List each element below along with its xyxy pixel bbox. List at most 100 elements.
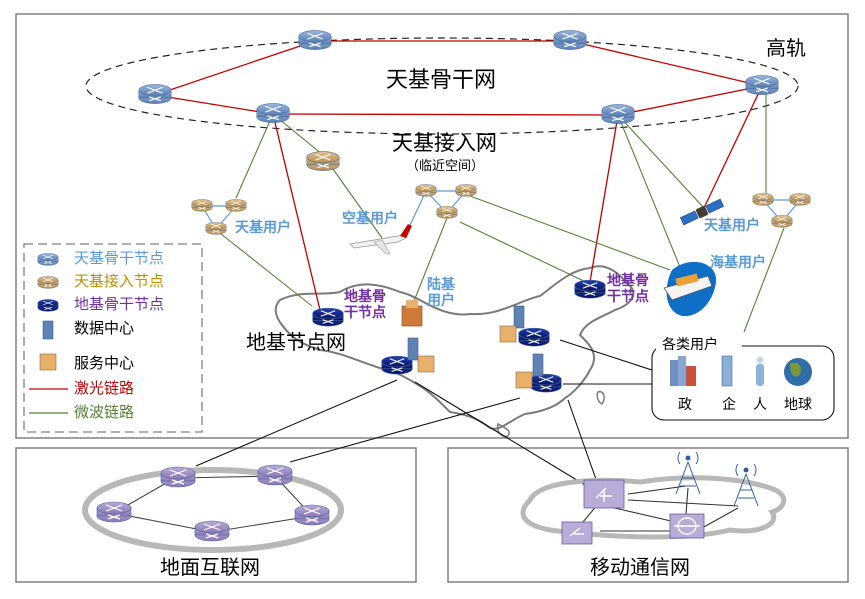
data-center-icon [407, 305, 544, 377]
space-backbone-node[interactable] [138, 83, 172, 105]
laser-link [154, 94, 274, 115]
laser-links [154, 40, 763, 311]
ground-backbone-label-left-line1: 地基骨 [344, 289, 386, 305]
ground-backbone-label-right-line1: 地基骨 [607, 273, 649, 289]
hainan-island-outline [496, 422, 510, 438]
space-access-node[interactable] [225, 199, 247, 212]
mobile-gateway-icon[interactable] [669, 513, 705, 539]
microwave-link [617, 114, 705, 209]
microwave-link [459, 221, 591, 285]
laser-link [617, 85, 763, 116]
space-access-node-icon [37, 276, 59, 289]
users-box-title: 各类用户 [662, 337, 718, 353]
legend-item-laser-link: 激光链路 [74, 379, 135, 397]
laser-link [589, 114, 619, 283]
space-backbone-node[interactable] [298, 29, 332, 51]
internet-router[interactable] [194, 520, 230, 542]
laser-link [569, 40, 763, 87]
legend-item-space-backbone-node: 天基骨干节点 [74, 249, 165, 267]
user-label-earth: 地球 [784, 397, 812, 413]
space-access-node[interactable] [205, 222, 227, 235]
airplane-icon [349, 224, 412, 255]
legend-item-microwave-link: 微波链路 [74, 403, 135, 421]
land-user-label-line2: 用户 [427, 293, 455, 309]
ground-backbone-node[interactable] [518, 327, 550, 347]
laser-link [154, 40, 316, 96]
ship-icon [663, 261, 717, 317]
satellite-icon [679, 198, 725, 226]
space-user-label-left: 天基用户 [235, 220, 291, 236]
microwave-link [469, 195, 671, 271]
ground-internet-cloud [82, 467, 344, 553]
space-access-node[interactable] [789, 193, 811, 206]
user-label-enterprise: 企 [722, 397, 736, 413]
space-access-node[interactable] [455, 184, 477, 197]
space-access-node[interactable] [191, 199, 213, 212]
laser-link [703, 85, 763, 209]
ground-backbone-node[interactable] [312, 307, 344, 327]
legend-item-space-access-node: 天基接入节点 [74, 272, 165, 290]
ground-links [195, 339, 659, 489]
land-user-label-line1: 陆基 [427, 277, 455, 293]
ground-backbone-label-left-line2: 干节点 [344, 305, 386, 321]
space-backbone-node[interactable] [553, 29, 587, 51]
data-center-icon [42, 320, 54, 340]
microwave-link [411, 217, 448, 307]
internet-router[interactable] [160, 466, 196, 488]
legend-box [23, 243, 203, 433]
mobile-net-frame [447, 447, 849, 583]
user-label-government: 政 [678, 397, 692, 413]
china-map-outline [274, 265, 635, 430]
high-orbit-ellipse [85, 37, 799, 135]
space-access-node-large[interactable] [306, 150, 340, 172]
space-access-node[interactable] [752, 193, 774, 206]
laser-link [272, 113, 619, 116]
enterprise-tower-icon [721, 355, 733, 387]
service-center-icon [39, 353, 57, 371]
legend-item-service-center: 服务中心 [74, 354, 135, 372]
legend-item-ground-backbone-node: 地基骨干节点 [74, 295, 165, 313]
high-orbit-label: 高轨 [766, 36, 806, 60]
service-center-icon [417, 325, 533, 389]
internet-router[interactable] [96, 501, 132, 523]
mobile-switch-icon[interactable] [561, 521, 593, 545]
space-backbone-node[interactable] [601, 103, 635, 125]
taiwan-island-outline [596, 390, 605, 405]
space-access-subtitle: （临近空间） [406, 159, 485, 174]
ground-backbone-node-icon [37, 299, 59, 312]
space-backbone-node-icon [37, 253, 59, 266]
ground-backbone-node[interactable] [530, 373, 562, 393]
space-access-node[interactable] [415, 184, 437, 197]
mobile-net-title: 移动通信网 [590, 555, 690, 579]
sea-user-label: 海基用户 [710, 255, 766, 271]
space-access-node[interactable] [436, 206, 458, 219]
space-access-node[interactable] [771, 215, 793, 228]
space-backbone-title: 天基骨干网 [386, 68, 497, 93]
air-user-label: 空基用户 [342, 211, 398, 227]
space-backbone-node[interactable] [745, 74, 779, 96]
space-user-label-right: 天基用户 [704, 218, 760, 234]
person-icon [756, 356, 764, 386]
user-label-person: 人 [753, 397, 767, 413]
microwave-link [235, 113, 274, 199]
internet-router[interactable] [294, 504, 330, 526]
ground-node-net-title: 地基节点网 [246, 330, 346, 354]
laser-link [272, 113, 321, 311]
cell-tower-icon [675, 451, 701, 495]
mobile-switch-icon[interactable] [583, 479, 625, 509]
space-backbone-node[interactable] [256, 102, 290, 124]
government-buildings-icon [670, 356, 696, 386]
microwave-link [743, 227, 785, 333]
legend-item-data-center: 数据中心 [74, 319, 135, 337]
ground-backbone-node[interactable] [574, 279, 606, 299]
microwave-links [215, 86, 785, 333]
ground-backbone-label-right-line2: 干节点 [607, 289, 649, 305]
land-user-building-icon [401, 300, 423, 327]
internet-router[interactable] [257, 464, 293, 486]
space-access-title: 天基接入网 [392, 131, 497, 155]
microwave-link [215, 229, 313, 307]
ground-internet-title: 地面互联网 [160, 555, 260, 579]
earth-globe-icon [784, 358, 812, 386]
microwave-link [617, 114, 683, 273]
